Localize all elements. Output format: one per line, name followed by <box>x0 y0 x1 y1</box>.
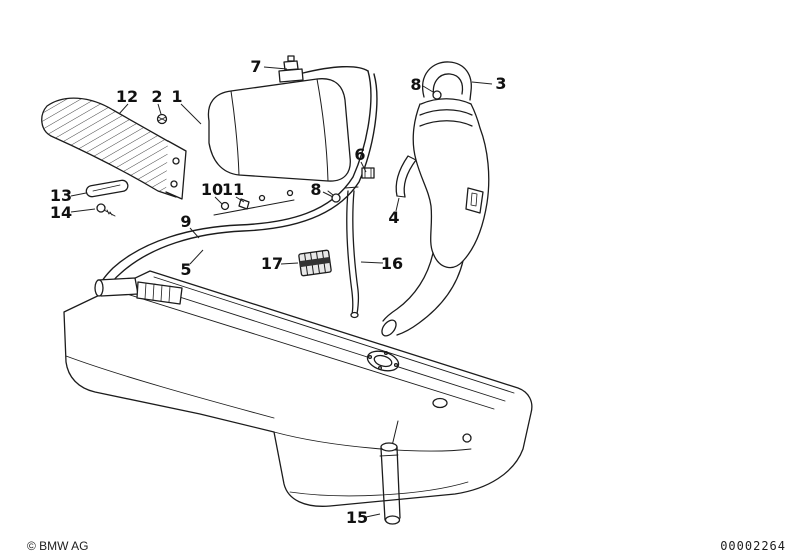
connector-17 <box>298 249 332 277</box>
bracket-shield-12 <box>41 97 187 200</box>
screw-14 <box>96 203 116 217</box>
elbow-hose-4 <box>395 155 417 198</box>
callout-11: 11 <box>221 180 245 199</box>
callout-1: 1 <box>171 87 183 106</box>
vent-hoses-5-9 <box>99 65 378 290</box>
callout-10: 10 <box>200 180 224 199</box>
callout-17: 17 <box>260 254 284 273</box>
clamp-6 <box>361 167 375 179</box>
callout-16: 16 <box>380 254 404 273</box>
clips-10-11 <box>213 189 295 216</box>
bracket-strip-13 <box>85 179 129 198</box>
callout-8-top: 8 <box>410 75 422 94</box>
callout-2: 2 <box>151 87 163 106</box>
drain-tube-15 <box>379 420 401 525</box>
drawing-number: 00002264 <box>720 539 786 553</box>
filler-neck-3 <box>381 61 490 337</box>
callout-3: 3 <box>495 74 507 93</box>
callout-14: 14 <box>49 203 73 222</box>
leader-lines <box>70 66 493 518</box>
clip-8-top <box>432 90 442 100</box>
callout-13: 13 <box>49 186 73 205</box>
copyright-text: © BMW AG <box>27 539 89 553</box>
callout-9: 9 <box>180 212 192 231</box>
callout-7: 7 <box>250 57 262 76</box>
callout-12: 12 <box>115 87 139 106</box>
vent-valve-7 <box>278 55 304 83</box>
left-tank-fittings <box>94 277 183 305</box>
expansion-tank-1 <box>207 78 351 182</box>
fuel-tank <box>63 270 533 507</box>
callout-6: 6 <box>354 145 366 164</box>
screw-2 <box>156 113 168 125</box>
hose-16 <box>344 186 360 319</box>
callout-4: 4 <box>388 208 400 227</box>
clip-8-mid <box>327 190 341 203</box>
callout-8-mid: 8 <box>310 180 322 199</box>
callout-5: 5 <box>180 260 192 279</box>
callout-15: 15 <box>345 508 369 527</box>
